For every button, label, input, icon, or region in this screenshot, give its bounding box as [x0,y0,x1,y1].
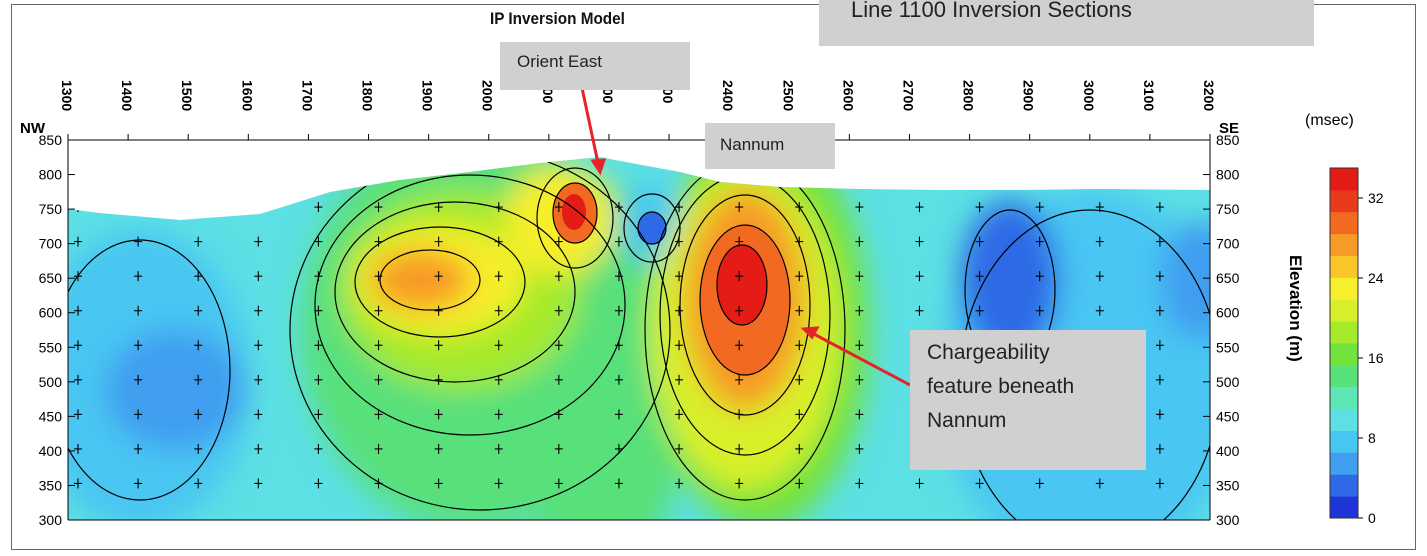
x-tick-label: 3000 [1081,80,1097,111]
colorbar-tick-label: 32 [1368,190,1384,206]
colorbar-segment [1330,189,1358,213]
y-tick-label-right: 350 [1216,477,1240,493]
y-tick-label-right: 600 [1216,305,1240,321]
measurement-points [74,202,1164,489]
colorbar-segment [1330,255,1358,278]
x-tick-label: 1300 [59,80,75,111]
y-tick-label-left: 550 [39,339,63,355]
y-tick-label-left: 400 [39,443,63,459]
colorbar-segment [1330,299,1358,322]
x-tick-label: 1700 [299,80,315,111]
y-tick-label-right: 700 [1216,236,1240,252]
nannum-callout: Nannum [705,123,835,169]
colorbar: 32 24 16 8 0 [1329,167,1384,526]
colorbar-segment [1330,343,1358,366]
arrow-chargeability [811,331,911,387]
x-tick-label: 3100 [1141,80,1157,111]
y-tick-label-right: 800 [1216,167,1240,183]
colorbar-segment [1330,168,1358,191]
y-axis-label: Elevation (m) [1286,255,1305,362]
chargeability-callout-text: Chargeability feature beneath Nannum [927,341,1075,432]
arrows [580,87,911,387]
orient-east-callout: Orient East [500,42,690,90]
x-tick-label: 1500 [179,80,195,111]
x-tick-label: 3200 [1201,80,1217,111]
y-tick-label-right: 500 [1216,374,1240,390]
x-tick-label: 1900 [420,80,436,111]
y-tick-label-left: 750 [39,201,63,217]
y-tick-label-right: 300 [1216,512,1240,528]
x-tick-label: 2900 [1021,80,1037,111]
colorbar-tick-label: 8 [1368,430,1376,446]
colorbar-segment [1330,496,1358,519]
colorbar-tick-label: 24 [1368,270,1384,286]
y-tick-label-left: 850 [39,132,63,148]
y-tick-label-right: 750 [1216,201,1240,217]
y-tick-label-right: 550 [1216,339,1240,355]
colorbar-segment [1330,364,1358,388]
colorbar-segment [1330,474,1358,497]
colorbar-tick-label: 0 [1368,510,1376,526]
x-tick-label: 2400 [720,80,736,111]
x-tick-label: 2500 [780,80,796,111]
colorbar-tick-label: 16 [1368,350,1384,366]
arrow-orient-east [580,87,600,164]
colorbar-segment [1330,386,1358,410]
x-tick-label: 1600 [239,80,255,111]
colorbar-segment [1330,430,1358,453]
y-tick-label-left: 650 [39,270,63,286]
colorbar-border [1329,167,1359,519]
y-tick-labels: 850 850 800 800 750 750 700 700 650 650 600 600 550 5… [39,132,1240,528]
axes [67,139,1211,521]
colorbar-segment [1330,211,1358,235]
colorbar-segment [1330,233,1358,256]
colorbar-segment [1330,277,1358,300]
y-tick-label-right: 650 [1216,270,1240,286]
figure-frame [11,4,1416,550]
y-tick-label-left: 700 [39,236,63,252]
section-title-callout: Line 1100 Inversion Sections [819,0,1314,46]
chargeability-callout: Chargeability feature beneath Nannum [910,330,1146,470]
x-tick-label: 2800 [961,80,977,111]
y-tick-label-left: 500 [39,374,63,390]
x-left-end-label: NW [20,120,46,137]
y-tick-label-left: 450 [39,408,63,424]
x-tick-label: 1400 [119,80,135,111]
colorbar-segment [1330,452,1358,475]
y-tick-label-right: 400 [1216,443,1240,459]
y-tick-label-left: 800 [39,167,63,183]
y-tick-label-right: 450 [1216,408,1240,424]
y-tick-label-left: 600 [39,305,63,321]
x-tick-label: 2700 [900,80,916,111]
model-section [68,157,1210,520]
x-tick-label: 2000 [480,80,496,111]
colorbar-segment [1330,321,1358,344]
x-tick-label: 1800 [360,80,376,111]
chart-title: IP Inversion Model [490,9,625,28]
x-right-end-label: SE [1219,120,1239,137]
y-tick-label-right: 850 [1216,132,1240,148]
x-tick-label: 2600 [840,80,856,111]
y-tick-label-left: 350 [39,477,63,493]
colorbar-unit-label: (msec) [1305,112,1354,129]
y-tick-label-left: 300 [39,512,63,528]
colorbar-segment [1330,408,1358,431]
